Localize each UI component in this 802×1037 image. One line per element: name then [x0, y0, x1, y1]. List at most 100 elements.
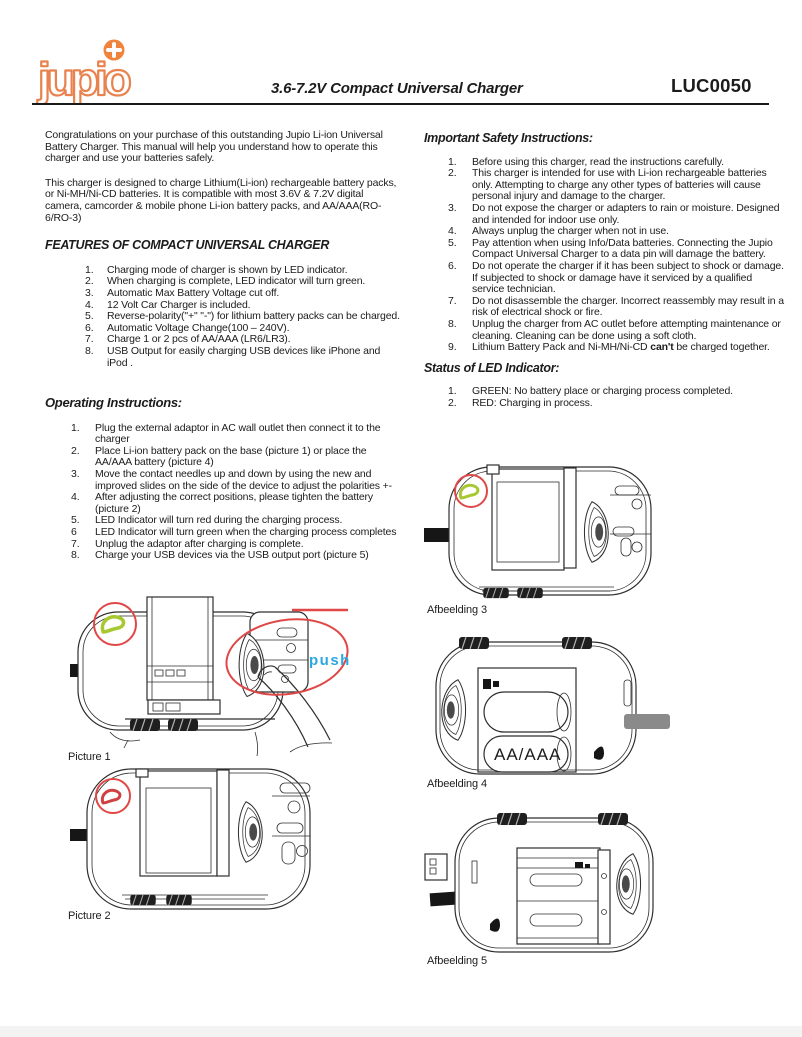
battery-bay: [135, 768, 230, 877]
item-text-end: be charged together.: [673, 341, 770, 354]
list-item: 7.Unplug the adaptor after charging is c…: [45, 538, 401, 551]
item-text: LED Indicator will turn red during the c…: [95, 514, 343, 527]
item-text: Do not disassemble the charger. Incorrec…: [472, 294, 784, 319]
item-number: 4.: [448, 225, 457, 238]
red-ellipse-annotation: [225, 618, 349, 696]
item-number: 8.: [85, 344, 94, 357]
header-rule: [32, 103, 769, 105]
cable-plug-icon: [624, 714, 670, 729]
battery-cell: [483, 691, 569, 733]
list-item: 2.Place Li-ion battery pack on the base …: [45, 444, 401, 469]
charger-diagram-picture-1: push: [70, 596, 349, 757]
jupio-logo-text: jupio: [37, 53, 131, 104]
item-text: Do not operate the charger if it has bee…: [472, 259, 784, 296]
figure-picture-1: push: [50, 582, 380, 767]
item-number: 8.: [71, 549, 80, 562]
logo-plus-badge-icon: [103, 39, 125, 61]
power-plug-icon: [70, 829, 89, 841]
model-number: LUC0050: [671, 75, 752, 96]
item-text-start: Lithium Battery Pack and Ni-MH/Ni-CD: [472, 341, 651, 354]
red-circle-annotation: [454, 474, 488, 508]
item-text: Automatic Max Battery Voltage cut off.: [107, 286, 280, 299]
bottom-connectors: [109, 718, 333, 757]
item-text: Place Li-ion battery pack on the base (p…: [95, 444, 367, 469]
top-clamp-icon: [561, 636, 593, 650]
item-text: Unplug the charger from AC outlet before…: [472, 317, 781, 342]
figure-caption: Afbeelding 4: [427, 778, 487, 790]
item-text: Lithium Battery Pack and Ni-MH/Ni-CD can…: [472, 341, 786, 354]
intro-paragraph-2: This charger is designed to charge Lithi…: [45, 176, 397, 224]
item-text: When charging is complete, LED indicator…: [107, 275, 366, 288]
top-clamp-icon: [458, 636, 490, 650]
left-column: Congratulations on your purchase of this…: [45, 129, 401, 562]
list-item: 8. USB Output for easily charging USB dev…: [45, 344, 401, 369]
item-text: Reverse-polarity("+" "-") for lithium ba…: [107, 310, 400, 323]
item-number: 8.: [448, 317, 457, 330]
figure-caption: Picture 2: [68, 910, 111, 922]
list-item: 5.Pay attention when using Info/Data bat…: [424, 237, 786, 261]
item-number: 7.: [85, 333, 94, 346]
item-number: 1.: [448, 155, 457, 168]
item-number: 7.: [448, 294, 457, 307]
list-item: 2.When charging is complete, LED indicat…: [45, 276, 401, 288]
red-circle-annotation: [93, 602, 137, 646]
item-text: Move the contact needles up and down by …: [95, 468, 392, 492]
item-text: Always unplug the charger when not in us…: [472, 225, 669, 238]
item-text: Automatic Voltage Change(100 – 240V).: [107, 321, 290, 334]
list-item: 4. Always unplug the charger when not in …: [424, 226, 786, 238]
led-status-heading: Status of LED Indicator:: [424, 360, 560, 375]
item-number: 9.: [448, 341, 457, 354]
battery-cell: [483, 735, 569, 773]
list-item: 3.Move the contact needles up and down b…: [45, 468, 401, 492]
features-heading: FEATURES OF COMPACT UNIVERSAL CHARGER: [45, 238, 330, 253]
operating-list: 1. Plug the external adaptor in AC wall o…: [45, 421, 401, 562]
battery-bay: [486, 464, 577, 571]
document-title: 3.6-7.2V Compact Universal Charger: [271, 80, 523, 97]
top-clamp-icon: [597, 812, 629, 826]
list-item: 2. This charger is intended for use with …: [424, 167, 786, 203]
figure-picture-2: [50, 766, 380, 917]
item-number: 1.: [71, 421, 80, 434]
list-item: 3.Do not expose the charger or adapters …: [424, 202, 786, 226]
figure-afbeelding-4: AA/AAA: [428, 632, 728, 787]
item-text: After adjusting the correct positions, p…: [95, 491, 374, 515]
item-text: This charger is intended for use with Li…: [472, 167, 767, 203]
list-item: 8.Charge your USB devices via the USB ou…: [45, 550, 401, 562]
item-number: 6: [71, 526, 77, 539]
figure-caption: Afbeelding 3: [427, 604, 487, 616]
hand-pointer: [257, 665, 331, 748]
item-text: Charging mode of charger is shown by LED…: [107, 263, 348, 276]
figure-caption: Picture 1: [68, 751, 111, 763]
latch-icon: [490, 918, 500, 932]
item-text: USB Output for easily charging USB devic…: [107, 344, 381, 369]
figure-afbeelding-3: [424, 452, 684, 607]
item-text: Plug the external adaptor in AC wall out…: [95, 421, 381, 446]
item-number: 1.: [448, 385, 457, 398]
item-text-bold: can't: [650, 341, 674, 354]
item-number: 5.: [85, 310, 94, 323]
list-item: 8. Unplug the charger from AC outlet befo…: [424, 317, 786, 342]
list-item: 7. Do not disassemble the charger. Incorr…: [424, 294, 786, 319]
item-number: 2.: [448, 167, 457, 180]
intro-paragraph-1: Congratulations on your purchase of this…: [45, 129, 383, 165]
charger-diagram-afbeelding-5: [424, 812, 654, 953]
list-item: 2.RED: Charging in process.: [424, 397, 786, 410]
item-text: Charge 1 or 2 pcs of AA/AAA (LR6/LR3).: [107, 333, 291, 346]
scan-edge: [0, 1026, 802, 1037]
item-text: Before using this charger, read the inst…: [472, 155, 724, 168]
safety-heading: Important Safety Instructions:: [424, 131, 593, 145]
item-text: 12 Volt Car Charger is included.: [107, 298, 251, 311]
list-item: 6.Automatic Voltage Change(100 – 240V).: [45, 321, 401, 335]
safety-list: 1. Before using this charger, read the in…: [424, 155, 786, 354]
usb-plug-icon: [424, 853, 448, 881]
item-number: 5.: [71, 514, 80, 527]
side-panel: [249, 611, 309, 693]
features-list: 1. Charging mode of charger is shown by L…: [45, 263, 401, 369]
charger-diagram-picture-2: [70, 768, 311, 910]
jupio-logo: jupio: [36, 39, 136, 104]
list-item: 1.GREEN: No battery place or charging pr…: [424, 386, 786, 398]
item-number: 1.: [85, 263, 94, 276]
charger-diagram-afbeelding-4: AA/AAA: [435, 636, 670, 775]
